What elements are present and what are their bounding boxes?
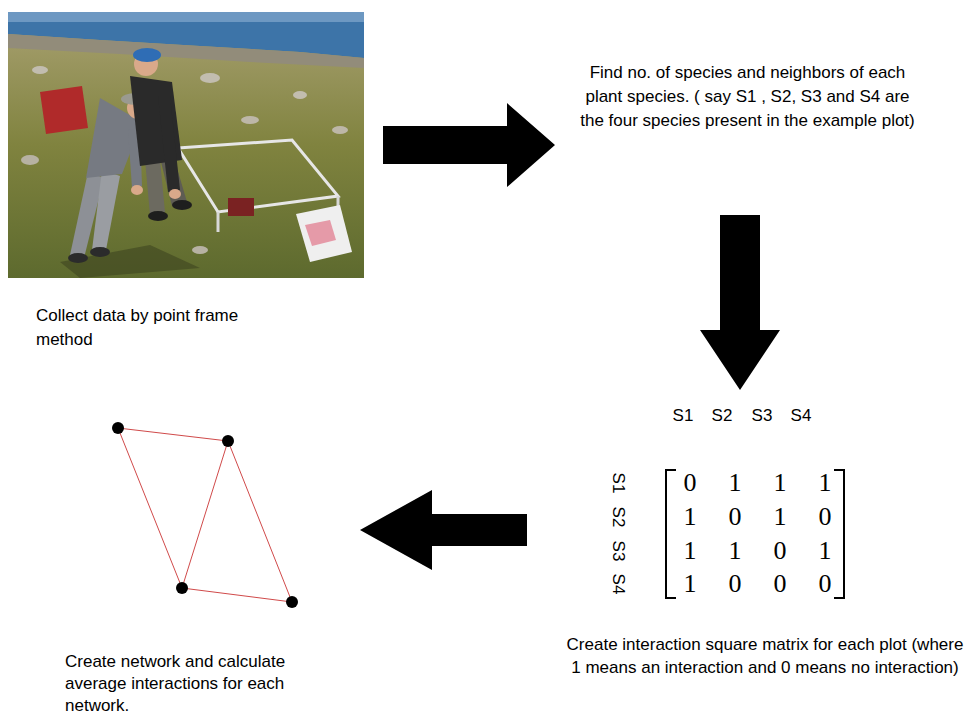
step-box: Collect data by point frame method [8, 12, 364, 362]
grass [8, 12, 364, 278]
network-link [118, 428, 228, 441]
hand [131, 185, 143, 195]
matrix-cell: 1 [819, 470, 832, 496]
row-header: S1 [610, 473, 627, 494]
network-dot [112, 422, 124, 434]
arm [158, 96, 180, 192]
point-frame [178, 140, 338, 212]
matrix-cell: 0 [729, 571, 742, 597]
step-caption: Collect data by point frame method [36, 304, 286, 352]
shoe [68, 253, 88, 263]
shoe [172, 200, 192, 210]
block-arrow [700, 215, 780, 390]
network-link [118, 428, 182, 588]
step-caption: Find no. of species and neighbors of eac… [580, 61, 915, 133]
backpack [40, 86, 88, 134]
rock [200, 73, 220, 83]
frame-leg [217, 212, 220, 232]
case [228, 198, 254, 216]
bag-patch [305, 220, 336, 246]
text-holder: Find no. of species and neighbors of eac… [580, 61, 915, 133]
step-box: Create network and calculate average int… [60, 405, 355, 721]
matrix-cell: 1 [729, 538, 742, 564]
matrix-cell: 1 [774, 470, 787, 496]
row-header: S3 [610, 541, 627, 562]
shoe [90, 247, 110, 257]
right-bracket [834, 470, 844, 598]
rock [332, 126, 348, 134]
leg [145, 160, 165, 215]
matrix-brackets [666, 470, 844, 598]
text-holder: Collect data by point frame method [36, 304, 286, 352]
column-header: S4 [791, 407, 812, 424]
network-link [182, 441, 228, 588]
step-caption: Create network and calculate average int… [65, 651, 350, 717]
lake-far [8, 12, 364, 22]
text-holder: Create interaction square matrix for eac… [564, 633, 966, 679]
left-bracket [666, 470, 676, 598]
rock [32, 66, 48, 74]
matrix-cell: 1 [684, 571, 697, 597]
field-photo [8, 12, 364, 278]
matrix-cell: 1 [684, 504, 697, 530]
matrix-cell: 1 [819, 538, 832, 564]
network-link [228, 441, 292, 602]
column-header: S2 [712, 407, 733, 424]
cap [133, 48, 161, 62]
rock [21, 155, 39, 165]
row-header: S2 [610, 507, 627, 528]
row-header: S4 [610, 574, 627, 595]
network-link [182, 588, 292, 602]
matrix-cell: 1 [774, 504, 787, 530]
matrix-cell: 0 [819, 571, 832, 597]
step-box: Find no. of species and neighbors of eac… [575, 55, 920, 195]
matrix-cell: 0 [774, 571, 787, 597]
block-arrow [383, 103, 555, 187]
bag [296, 205, 352, 262]
shore [8, 34, 364, 68]
matrix-cell: 0 [819, 504, 832, 530]
network-dot [222, 435, 234, 447]
network-dot [176, 582, 188, 594]
matrix-cell: 0 [684, 470, 697, 496]
rock [293, 91, 307, 99]
matrix-cell: 1 [684, 538, 697, 564]
block-arrow [360, 490, 527, 570]
rock [192, 246, 208, 254]
rock [241, 116, 259, 124]
shoe [148, 211, 168, 221]
hand [169, 189, 181, 199]
matrix-cell: 1 [729, 470, 742, 496]
network-dot [286, 596, 298, 608]
leg [92, 170, 120, 250]
network-graph [112, 422, 298, 608]
text-holder: Create network and calculate average int… [65, 651, 350, 717]
matrix-cell: 0 [729, 504, 742, 530]
step-caption: Create interaction square matrix for eac… [564, 633, 966, 679]
matrix-cell: 0 [774, 538, 787, 564]
column-header: S1 [673, 407, 694, 424]
column-header: S3 [752, 407, 773, 424]
